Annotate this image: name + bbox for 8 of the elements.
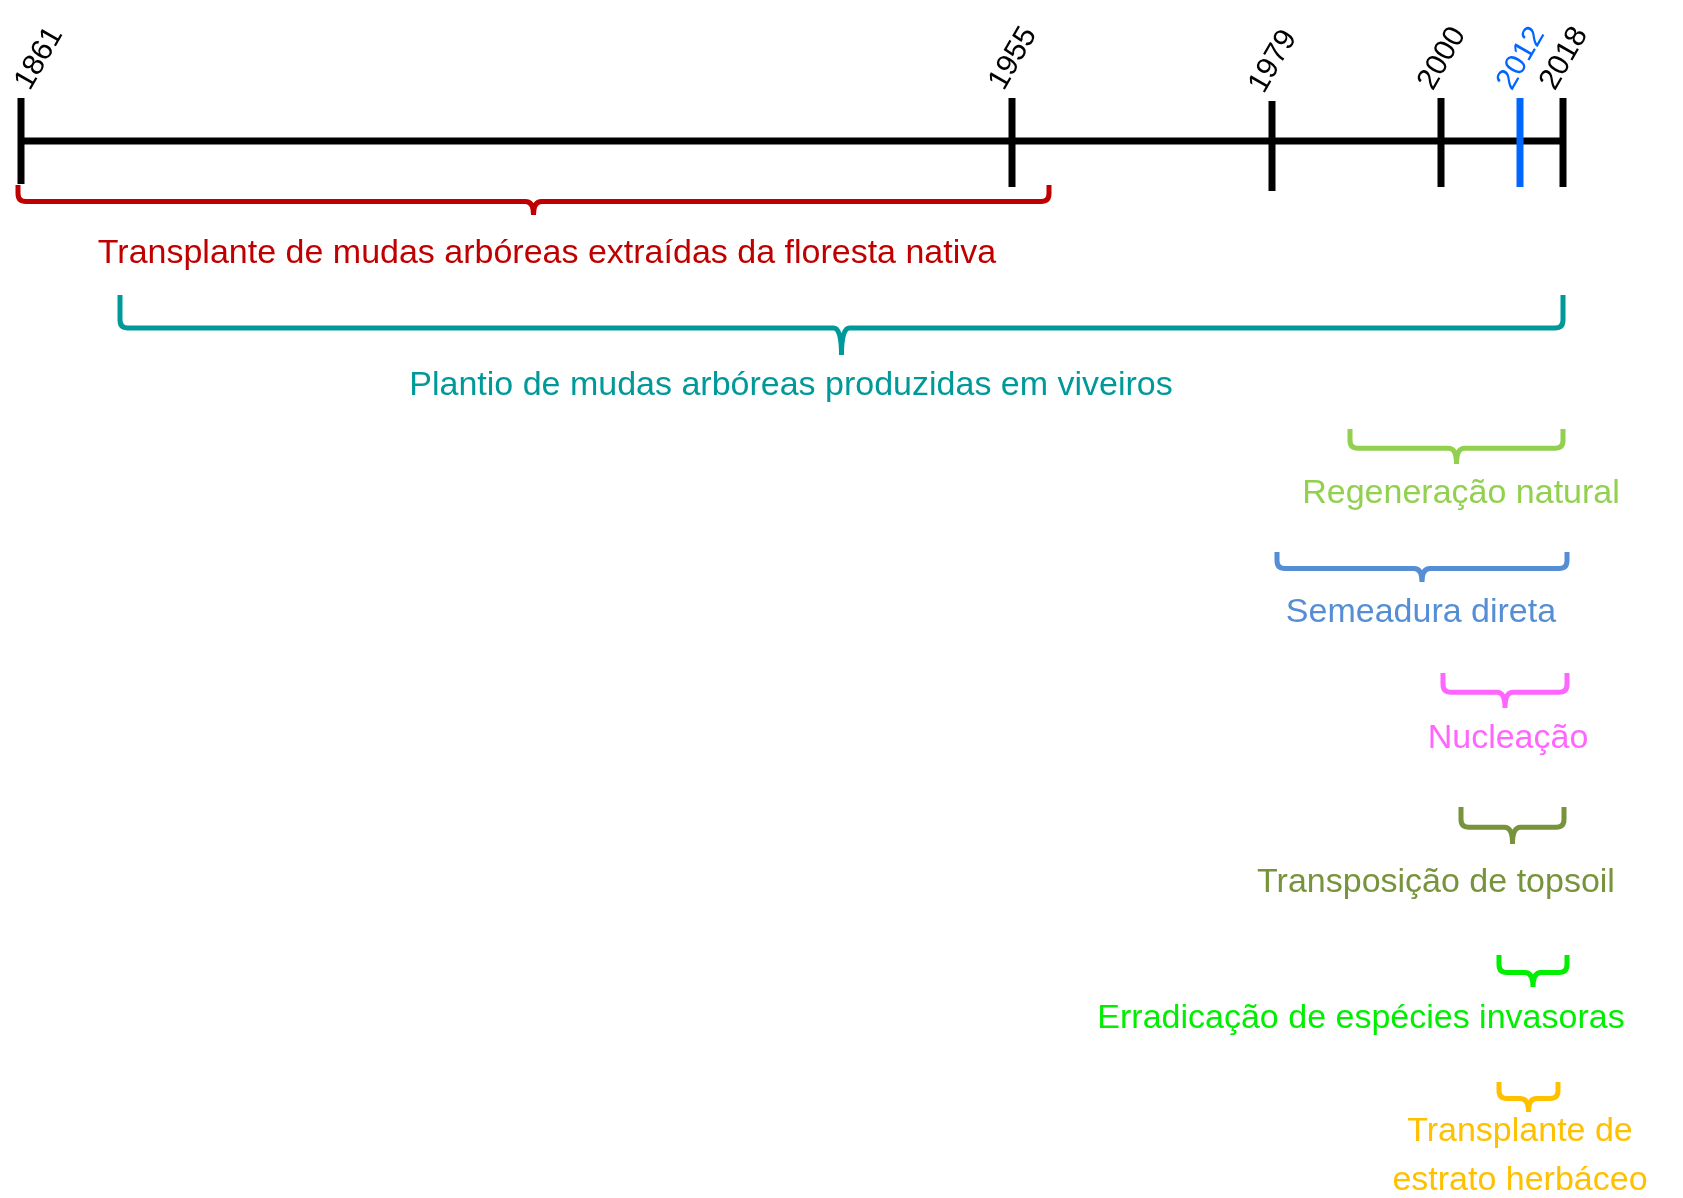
period-label: Nucleação: [1427, 716, 1589, 757]
period-label: Regeneração natural: [1302, 471, 1620, 512]
period-label: Semeadura direta: [1285, 590, 1557, 631]
period-label: Transposição de topsoil: [1257, 860, 1615, 901]
period-label: Erradicação de espécies invasoras: [1097, 996, 1625, 1037]
period-label: Transplante de mudas arbóreas extraídas da floresta nativa: [97, 231, 997, 272]
period-label: Plantio de mudas arbóreas produzidas em viveiros: [409, 363, 1173, 404]
period-label: Transplante de estrato herbáceo: [1391, 1109, 1649, 1198]
